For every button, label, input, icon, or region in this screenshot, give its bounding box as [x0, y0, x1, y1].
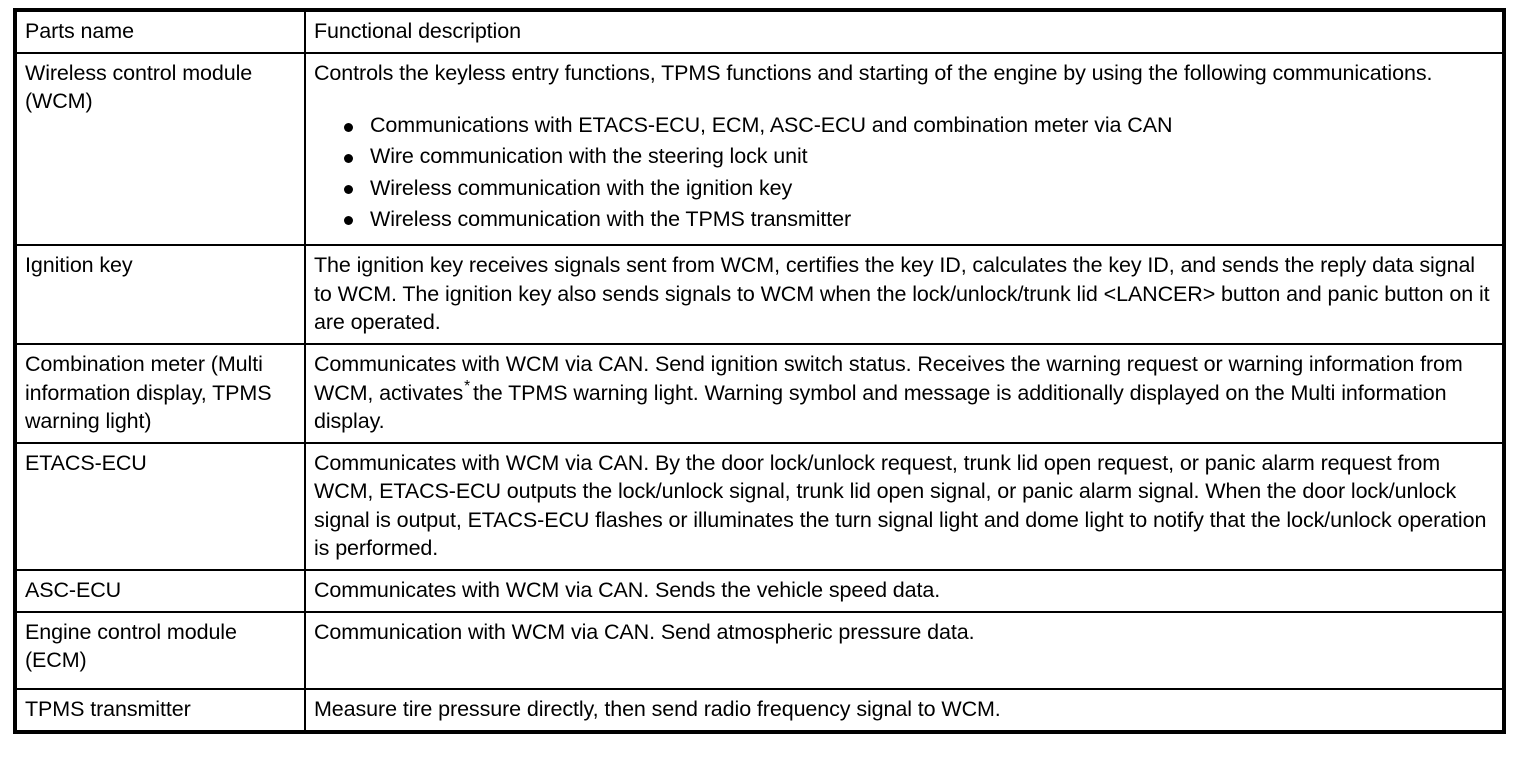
table-row-tpms-transmitter: TPMS transmitter Measure tire pressure d… [14, 688, 1505, 733]
list-item-label: Wire communication with the steering loc… [370, 144, 808, 169]
description-text-part-1: Communicates with WCM via CAN. Send igni… [314, 351, 1463, 405]
footnote-asterisk-marker: * [464, 378, 471, 396]
column-header-parts-name: Parts name [14, 9, 306, 54]
bullet-dot-icon [344, 122, 353, 132]
table-row-wireless-control-module: Wireless control module (WCM) Controls t… [14, 51, 1505, 247]
table-row-etacs-ecu: ETACS-ECU Communicates with WCM via CAN.… [14, 441, 1505, 572]
description-engine-control-module: Communication with WCM via CAN. Send atm… [304, 610, 1505, 691]
communications-bullet-list: Communications with ETACS-ECU, ECM, ASC-… [314, 111, 1494, 234]
list-item: Communications with ETACS-ECU, ECM, ASC-… [344, 111, 1494, 140]
list-item: Wireless communication with the TPMS tra… [344, 205, 1494, 234]
bullet-dot-icon [344, 153, 353, 163]
parts-name-asc-ecu: ASC-ECU [14, 569, 306, 613]
description-text-part-2: the TPMS warning light. Warning symbol a… [314, 380, 1447, 434]
table-header: Parts name Functional description [14, 9, 1505, 54]
parts-name-ignition-key: Ignition key [14, 244, 306, 345]
list-item-label: Wireless communication with the TPMS tra… [370, 206, 852, 231]
description-tpms-transmitter: Measure tire pressure directly, then sen… [304, 688, 1505, 733]
description-etacs-ecu: Communicates with WCM via CAN. By the do… [304, 441, 1505, 572]
table-row-combination-meter: Combination meter (Multi information dis… [14, 342, 1505, 444]
table-row-engine-control-module: Engine control module (ECM) Communicatio… [14, 610, 1505, 691]
column-header-functional-description: Functional description [304, 9, 1505, 54]
bullet-dot-icon [344, 216, 353, 226]
table-row-asc-ecu: ASC-ECU Communicates with WCM via CAN. S… [14, 569, 1505, 613]
list-item-label: Communications with ETACS-ECU, ECM, ASC-… [370, 113, 1173, 138]
description-intro-text: Controls the keyless entry functions, TP… [314, 60, 1433, 85]
parts-name-etacs-ecu: ETACS-ECU [14, 441, 306, 572]
table-row-ignition-key: Ignition key The ignition key receives s… [14, 244, 1505, 345]
description-wireless-control-module: Controls the keyless entry functions, TP… [304, 51, 1505, 247]
description-ignition-key: The ignition key receives signals sent f… [304, 244, 1505, 345]
list-item-label: Wireless communication with the ignition… [370, 175, 793, 200]
bullet-dot-icon [344, 185, 353, 195]
parts-name-tpms-transmitter: TPMS transmitter [14, 688, 306, 733]
list-item: Wireless communication with the ignition… [344, 174, 1494, 203]
description-asc-ecu: Communicates with WCM via CAN. Sends the… [304, 569, 1505, 613]
parts-functional-description-table: Parts name Functional description Wirele… [13, 8, 1506, 734]
description-combination-meter: Communicates with WCM via CAN. Send igni… [304, 342, 1505, 444]
parts-name-combination-meter: Combination meter (Multi information dis… [14, 342, 306, 444]
table-body: Wireless control module (WCM) Controls t… [14, 51, 1505, 733]
parts-name-engine-control-module: Engine control module (ECM) [14, 610, 306, 691]
list-item: Wire communication with the steering loc… [344, 142, 1494, 171]
parts-name-wireless-control-module: Wireless control module (WCM) [14, 51, 306, 247]
table-header-row: Parts name Functional description [14, 9, 1505, 54]
